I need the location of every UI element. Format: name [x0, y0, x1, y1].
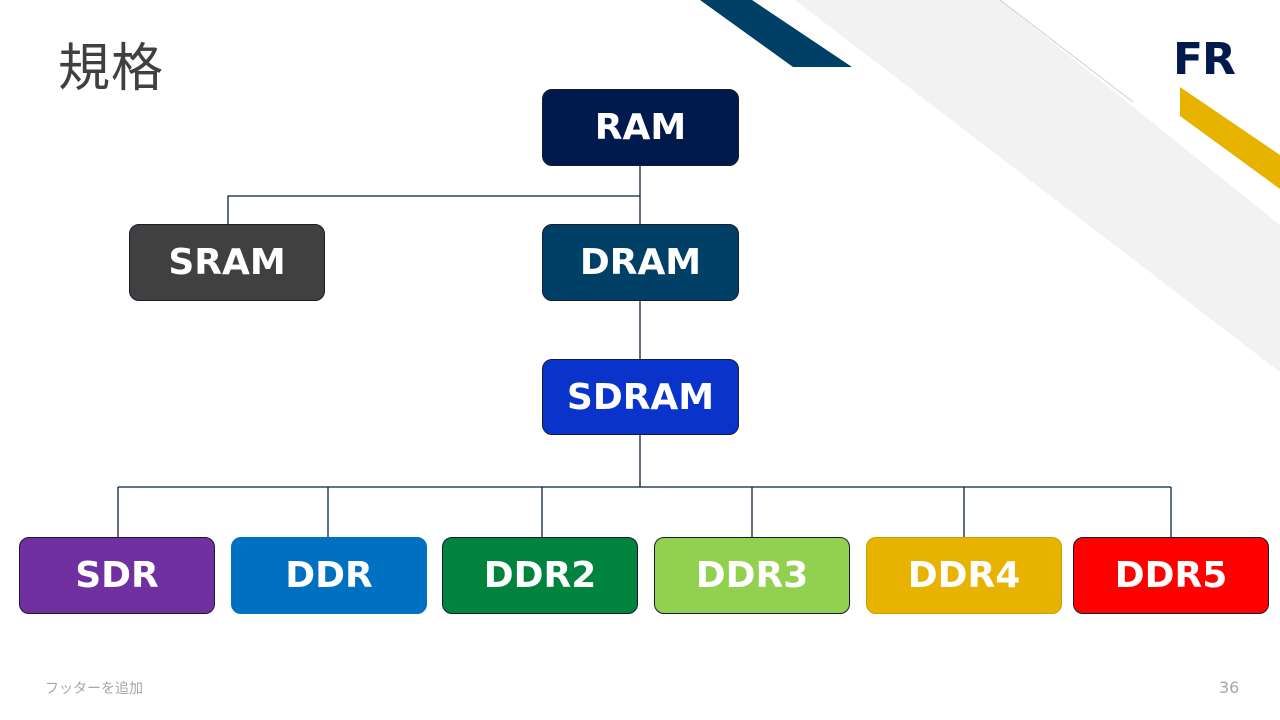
node-label: RAM [594, 107, 687, 148]
footer-text: フッターを追加 [45, 681, 143, 697]
node-dram[interactable]: DRAM [542, 224, 739, 301]
node-label: DDR2 [483, 555, 597, 596]
node-label: SDRAM [566, 376, 715, 418]
node-ddr5[interactable]: DDR5 [1073, 537, 1269, 614]
node-label: SRAM [168, 242, 286, 283]
thin-diagonal-line [999, 0, 1134, 103]
node-sdram[interactable]: SDRAM [542, 359, 739, 435]
connector-ram-sram [227, 195, 640, 225]
node-ddr[interactable]: DDR [231, 537, 427, 614]
node-label: DDR4 [907, 555, 1021, 596]
node-sdr[interactable]: SDR [19, 537, 215, 614]
dark-blue-stripe [700, 0, 852, 67]
node-label: DDR5 [1114, 555, 1228, 596]
gray-diagonal-band [795, 0, 1280, 372]
node-ram[interactable]: RAM [542, 89, 739, 166]
node-label: SDR [75, 555, 159, 596]
node-ddr3[interactable]: DDR3 [654, 537, 850, 614]
logo: FR [1173, 34, 1236, 85]
slide-title: 規格 [58, 39, 165, 99]
node-ddr4[interactable]: DDR4 [866, 537, 1062, 614]
node-label: DDR3 [695, 555, 809, 596]
node-label: DDR [285, 555, 373, 596]
page-number: 36 [1219, 678, 1240, 697]
gold-stripe [1180, 87, 1280, 189]
node-label: DRAM [579, 242, 702, 283]
node-sram[interactable]: SRAM [129, 224, 325, 301]
node-ddr2[interactable]: DDR2 [442, 537, 638, 614]
